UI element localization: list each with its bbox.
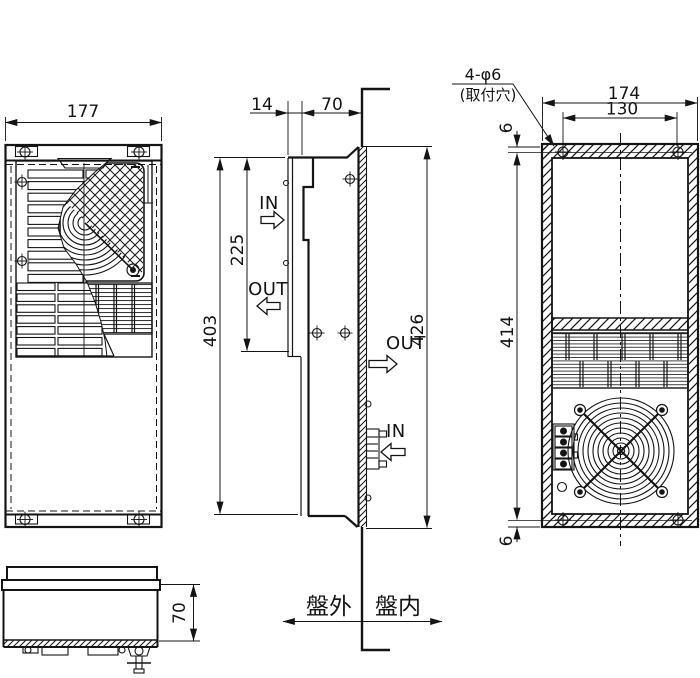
dim-side-heights <box>214 157 298 515</box>
side-view: 14 70 403 225 426 IN OUT OUT IN 盤外 盤内 <box>201 87 443 652</box>
dim-label-6-bottom: 6 <box>497 536 517 547</box>
bottom-cap-band <box>1 579 161 591</box>
mount-tab <box>14 145 39 158</box>
dim-label-403: 403 <box>201 315 221 347</box>
callout-mount-note: (取付穴) <box>460 86 517 104</box>
airflow-in-outside: IN <box>259 193 279 214</box>
dim-side-depths <box>250 101 362 155</box>
mounting-hole-callout <box>452 83 555 147</box>
hatch-right <box>689 145 697 526</box>
dim-label-174: 174 <box>608 84 640 104</box>
mounting-panel-line <box>360 87 390 652</box>
dim-label-225: 225 <box>228 234 248 266</box>
drain-hole <box>556 481 568 493</box>
bottom-feet <box>22 646 151 674</box>
dim-label-70: 70 <box>321 95 343 115</box>
rear-fin-dividers <box>565 334 682 387</box>
cutaway-break-line <box>57 157 113 358</box>
rear-view: 174 130 6 414 6 4-φ6 (取付穴) <box>452 65 700 547</box>
fan-corner-screws <box>573 403 669 499</box>
airflow-out-inside: OUT <box>386 333 426 354</box>
airflow-out-outside: OUT <box>248 279 288 300</box>
flange-section-hatch <box>358 147 367 527</box>
terminal-connector-side <box>365 428 388 470</box>
airflow-in-inside: IN <box>386 421 406 442</box>
dim-label-414: 414 <box>498 316 518 348</box>
dim-label-177: 177 <box>67 102 99 122</box>
mount-tab <box>126 145 151 158</box>
airflow-block-arrows <box>255 210 406 462</box>
dim-rear-heights <box>508 131 540 542</box>
dim-label-130: 130 <box>606 100 638 120</box>
bottom-flange-hatch <box>4 640 157 647</box>
dim-label-70-bottom: 70 <box>170 602 190 624</box>
front-outer-case <box>4 143 163 529</box>
terminal-dots <box>560 427 567 468</box>
front-cutaway-internals <box>58 162 153 335</box>
dim-label-426: 426 <box>408 314 428 346</box>
louver-panel <box>15 160 153 358</box>
front-view: 177 <box>4 102 163 529</box>
hatch-left <box>543 145 552 526</box>
bottom-cover <box>6 566 158 581</box>
screw-marks <box>14 144 686 528</box>
callout-4-phi6: 4-φ6 <box>465 65 502 84</box>
dim-rear-widths <box>542 97 698 146</box>
panel-outside-label: 盤外 <box>306 594 352 620</box>
terminal-block <box>552 423 579 471</box>
dim-side-overall <box>361 146 432 529</box>
dim-label-14: 14 <box>251 95 273 115</box>
dim-front-width <box>4 117 163 141</box>
dim-label-6-top: 6 <box>497 123 517 134</box>
panel-inside-label: 盤内 <box>375 594 421 620</box>
bottom-view: 70 <box>1 566 200 674</box>
fan-guard-arm <box>84 222 134 271</box>
dim-bottom-depth <box>159 584 200 642</box>
